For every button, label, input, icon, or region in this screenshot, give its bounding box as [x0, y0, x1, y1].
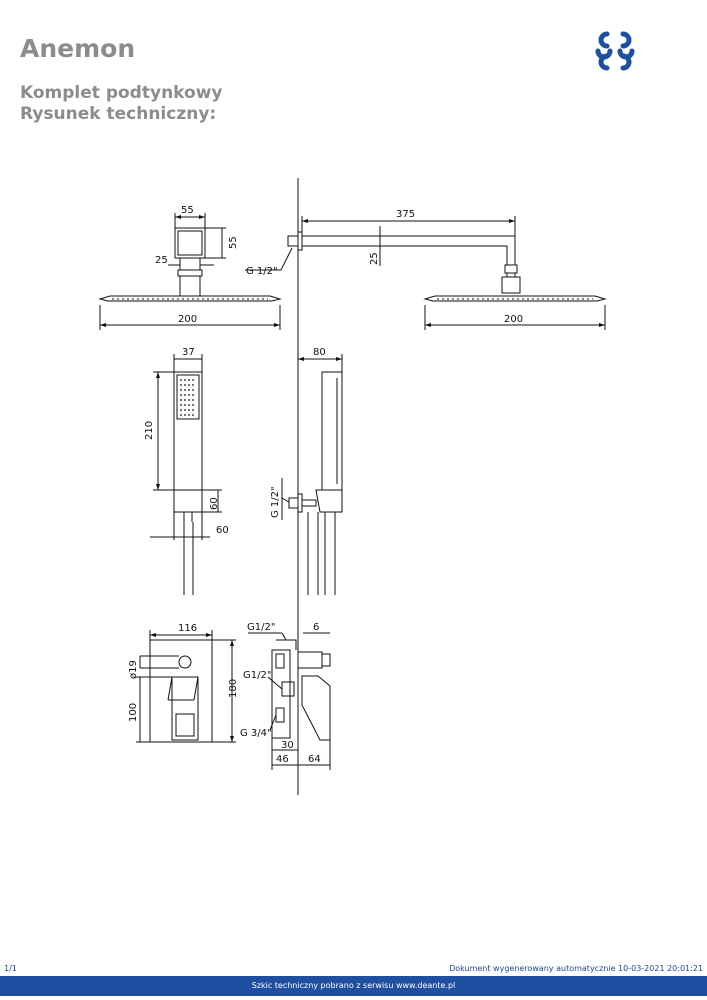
- brand-logo-icon: [595, 31, 635, 71]
- dim-64: 64: [308, 754, 321, 765]
- dim-210: 210: [144, 421, 155, 440]
- product-title: Anemon: [20, 34, 136, 63]
- dim-6: 6: [313, 622, 319, 633]
- dim-25-left: 25: [155, 255, 168, 266]
- label-g12-top: G1/2": [247, 622, 275, 633]
- dim-55-side: 55: [228, 236, 239, 249]
- dim-60-bottom: 60: [216, 525, 229, 536]
- page-number: 1/1: [4, 964, 17, 973]
- dim-375: 375: [396, 209, 415, 220]
- dim-46: 46: [276, 754, 289, 765]
- dim-100: 100: [128, 703, 139, 722]
- generated-note: Dokument wygenerowany automatycznie 10-0…: [449, 964, 703, 973]
- subtitle-line-2: Rysunek techniczny:: [20, 104, 217, 124]
- dim-200-left: 200: [178, 314, 197, 325]
- label-g12-mid: G1/2": [243, 670, 271, 681]
- dim-180: 180: [228, 679, 239, 698]
- label-g12-arm: G 1/2": [246, 266, 278, 277]
- dim-80: 80: [313, 347, 326, 358]
- dim-55-top: 55: [181, 205, 194, 216]
- label-g34: G 3/4": [240, 728, 272, 739]
- subtitle-line-1: Komplet podtynkowy: [20, 83, 223, 103]
- dim-25-arm: 25: [369, 252, 380, 265]
- dim-200-right: 200: [504, 314, 523, 325]
- dim-37: 37: [182, 347, 195, 358]
- source-footer-bar: Szkic techniczny pobrano z serwisu www.d…: [0, 976, 707, 996]
- source-note: Szkic techniczny pobrano z serwisu www.d…: [251, 981, 456, 990]
- dim-phi19: ø19: [128, 660, 139, 679]
- label-g12-vertical: G 1/2": [270, 486, 281, 518]
- dim-116: 116: [178, 623, 197, 634]
- product-subtitle: Komplet podtynkowy Rysunek techniczny:: [20, 83, 222, 125]
- dim-60-side: 60: [209, 497, 220, 510]
- dim-30: 30: [281, 740, 294, 751]
